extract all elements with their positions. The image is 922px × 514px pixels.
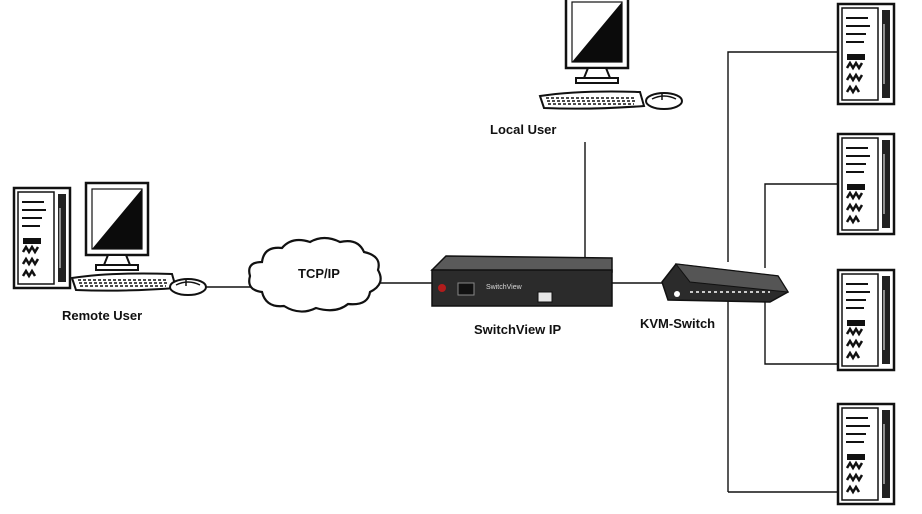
tcpip-label: TCP/IP xyxy=(298,266,340,281)
local-keyboard-icon xyxy=(539,90,645,110)
tcpip-cloud-icon xyxy=(248,236,382,313)
local-monitor-icon xyxy=(564,0,630,85)
local-mouse-icon xyxy=(645,92,683,110)
remote-user-workstation xyxy=(12,181,207,296)
remote-keyboard-icon xyxy=(71,272,177,292)
line-kvm-bus xyxy=(727,51,838,262)
server-4-icon xyxy=(836,402,896,506)
kvm-switch-device-icon xyxy=(661,263,790,303)
local-user-label: Local User xyxy=(490,122,557,137)
switchview-ip-device-icon xyxy=(430,255,613,307)
server-1-icon xyxy=(836,2,896,106)
line-kvm-to-server-2 xyxy=(764,183,840,268)
line-kvm-to-server-3 xyxy=(764,298,840,365)
remote-monitor-icon xyxy=(84,181,150,272)
device-faceplate-text: SwitchView xyxy=(486,284,522,291)
server-3-icon xyxy=(836,268,896,372)
switchview-ip-label: SwitchView IP xyxy=(474,322,562,337)
local-user-workstation xyxy=(539,0,683,110)
server-2-icon xyxy=(836,132,896,236)
remote-user-label: Remote User xyxy=(62,308,143,323)
connection-lines xyxy=(205,51,840,493)
remote-tower-icon xyxy=(12,186,72,290)
remote-mouse-icon xyxy=(169,278,207,296)
kvm-switch-label: KVM-Switch xyxy=(640,316,716,331)
